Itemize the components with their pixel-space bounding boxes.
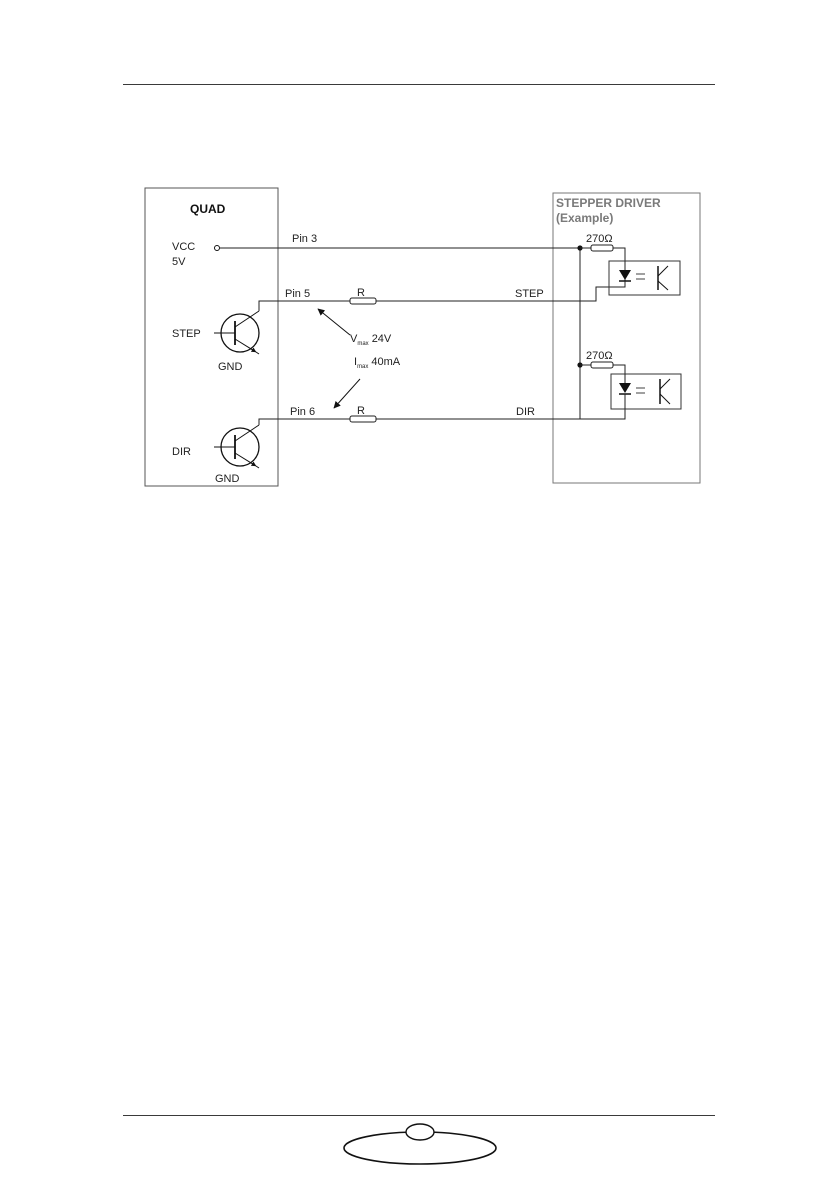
imax-arrow-down xyxy=(334,379,360,408)
vcc-terminal xyxy=(215,246,220,251)
pin3-label: Pin 3 xyxy=(292,233,317,245)
dir-left-label: DIR xyxy=(172,446,191,458)
driver-subtitle: (Example) xyxy=(556,211,613,225)
resistor-top-label: 270Ω xyxy=(586,233,613,245)
step-right-label: STEP xyxy=(515,288,544,300)
resistor-top-lead xyxy=(613,248,625,261)
pin6-label: Pin 6 xyxy=(290,406,315,418)
gnd-dir-label: GND xyxy=(215,473,240,485)
driver-title: STEPPER DRIVER xyxy=(556,196,661,210)
dir-right-label: DIR xyxy=(516,406,535,418)
pin5-label: Pin 5 xyxy=(285,288,310,300)
dir-transistor xyxy=(214,425,259,468)
step-left-label: STEP xyxy=(172,328,201,340)
imax-value: 40mA xyxy=(371,356,400,368)
step-wire xyxy=(376,266,625,301)
dir-wire xyxy=(376,396,625,419)
vcc-label: VCC xyxy=(172,241,195,253)
footer-logo xyxy=(344,1124,496,1164)
vmax-arrow-up xyxy=(318,309,350,335)
r-step-label: R xyxy=(357,287,365,299)
resistor-bottom xyxy=(591,362,613,368)
optocoupler-top xyxy=(609,261,680,295)
pin5-wire xyxy=(259,301,350,311)
quad-title: QUAD xyxy=(190,202,226,216)
driver-box xyxy=(553,193,700,483)
step-transistor xyxy=(214,311,259,354)
resistor-bottom-lead xyxy=(613,365,625,374)
imax-sub: max xyxy=(357,364,368,370)
gnd-step-label: GND xyxy=(218,361,243,373)
vmax-value: 24V xyxy=(372,333,392,345)
pin6-wire xyxy=(259,419,350,425)
optocoupler-bottom xyxy=(611,374,681,409)
resistor-top xyxy=(591,245,613,251)
r-dir-label: R xyxy=(357,405,365,417)
vmax-sub: max xyxy=(357,341,368,347)
vcc-voltage: 5V xyxy=(172,256,186,268)
resistor-bottom-label: 270Ω xyxy=(586,350,613,362)
